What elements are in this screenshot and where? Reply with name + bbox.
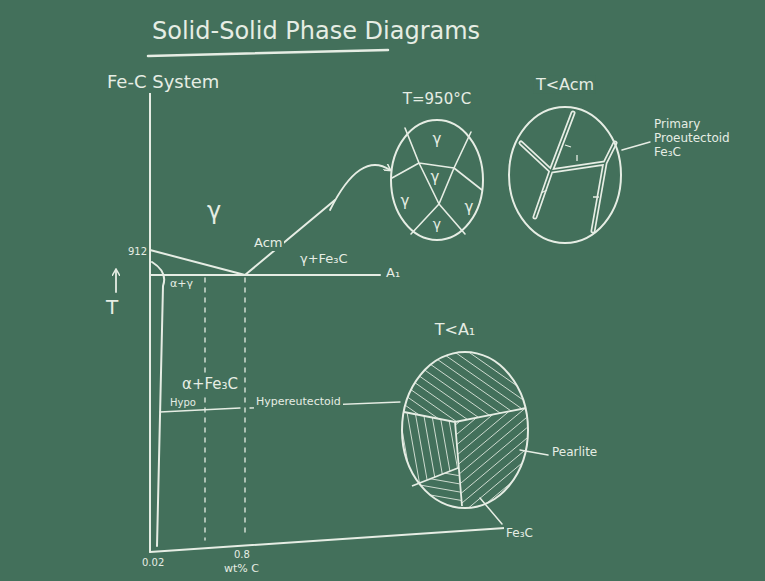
phase-symbol: γ <box>465 199 474 216</box>
chalk-label: 912 <box>126 246 149 258</box>
micrograph-sketch <box>507 105 623 245</box>
condition-title: T<Acm <box>534 76 596 94</box>
circle-outline <box>391 120 483 240</box>
chalk-label: 0.02 <box>140 557 166 569</box>
composition-axis <box>150 528 505 552</box>
condition-title: T=950°C <box>401 91 473 108</box>
alloy-line <box>204 278 205 540</box>
alpha-solvus <box>152 262 164 546</box>
chalk-label: A₁ <box>384 266 402 281</box>
phase-symbol: γ <box>433 216 441 232</box>
grain-boundary <box>392 128 482 234</box>
microstructure-circle: T=950°Cγγγγγ <box>389 118 485 242</box>
chalk-label: Hypo <box>168 397 198 409</box>
pearlite-lamellae <box>259 228 669 581</box>
phase-symbol: γ <box>433 131 442 148</box>
chalk-label: Fe-C System <box>105 72 221 93</box>
axis-arrow <box>115 270 117 292</box>
chalk-label: α+γ <box>168 278 195 291</box>
cementite-film <box>521 113 615 231</box>
arrow-tick <box>541 145 599 197</box>
leader-line <box>622 142 650 150</box>
grain-boundary <box>404 408 526 506</box>
chalk-label: Pearlite <box>550 446 599 460</box>
a3-line <box>150 250 245 275</box>
circle-outline <box>402 352 528 508</box>
circle-outline <box>509 107 621 243</box>
pearlite-lamellae <box>286 274 645 581</box>
microstructure-circle: T<Acm <box>507 105 623 245</box>
microstructure-circle: T<A₁ <box>400 350 530 510</box>
chalk-label: T <box>104 296 120 319</box>
condition-title: T<A₁ <box>433 321 478 339</box>
chalk-label: Acm <box>252 236 284 251</box>
chalk-label: Primary Proeutectoid Fe₃C <box>652 118 744 159</box>
temperature-axis <box>149 85 151 552</box>
chalk-label: α+Fe₃C <box>180 376 240 393</box>
chalk-label: wt% C <box>222 563 261 576</box>
pearlite-lamellae <box>262 232 671 581</box>
micrograph-sketch <box>400 350 530 510</box>
chalk-label: γ <box>205 198 223 226</box>
phase-symbol: γ <box>401 193 410 210</box>
chalk-label: γ+Fe₃C <box>298 252 350 267</box>
chalk-label: 0.8 <box>232 549 252 561</box>
board-title: Solid-Solid Phase Diagrams <box>150 18 482 46</box>
chalk-label: Hypereutectoid <box>254 396 343 409</box>
cementite-film <box>521 113 615 231</box>
hypo-range <box>160 408 240 412</box>
pointer-arrow <box>330 165 390 210</box>
title-underline <box>148 50 388 56</box>
eutectoid-line <box>150 274 380 276</box>
chalk-label: Fe₃C <box>504 527 535 541</box>
eutectoid-composition-line <box>244 278 245 536</box>
phase-symbol: γ <box>431 169 440 186</box>
pearlite-lamellae <box>313 250 621 581</box>
